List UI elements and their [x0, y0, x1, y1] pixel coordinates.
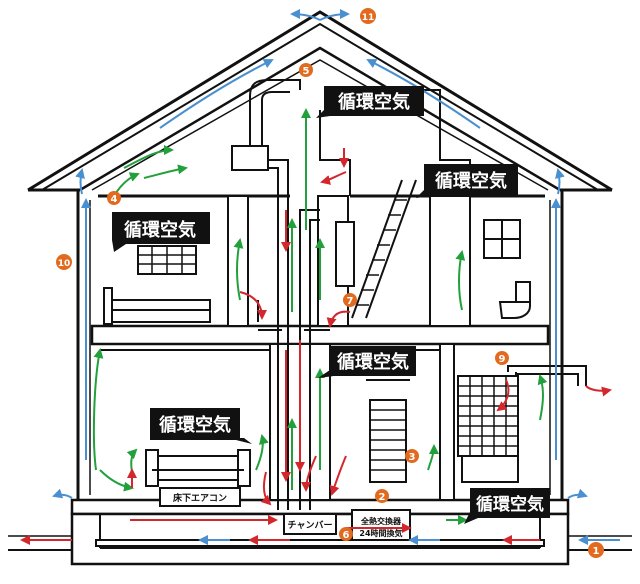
stairs — [366, 379, 410, 483]
callout-upper-right: 循環空気 — [416, 164, 518, 198]
toilet — [498, 281, 531, 319]
svg-text:3: 3 — [409, 452, 416, 463]
marker-1: 1 — [588, 542, 604, 558]
chamber-label: チャンバー — [288, 520, 333, 531]
callout-center: 循環空気 — [318, 346, 416, 378]
bed — [103, 287, 211, 325]
marker-2: 2 — [375, 489, 389, 503]
svg-text:2: 2 — [379, 492, 386, 503]
ventilation-label: 24時間換気 — [359, 528, 402, 538]
marker-10: 10 — [56, 254, 72, 270]
callout-upper-right-text: 循環空気 — [435, 170, 507, 192]
marker-3: 3 — [405, 449, 419, 463]
svg-text:5: 5 — [303, 66, 310, 77]
floor-ac-label: 床下エアコン — [173, 492, 227, 504]
unit-labels: 床下エアコン チャンバー 全熱交換器 24時間換気 — [173, 492, 403, 538]
sofa — [145, 449, 251, 487]
window-upper-left — [137, 245, 197, 275]
attic-fan-unit — [231, 145, 269, 171]
marker-6: 6 — [339, 527, 353, 541]
chamber-unit — [283, 513, 337, 535]
callout-living: 循環空気 — [150, 408, 252, 444]
furniture — [103, 145, 531, 543]
callout-center-text: 循環空気 — [337, 351, 409, 373]
callout-exterior: 循環空気 — [464, 488, 550, 524]
window-upper-right — [483, 219, 521, 259]
heat-exchanger-label: 全熱交換器 — [360, 516, 402, 526]
marker-7: 7 — [343, 293, 357, 307]
callout-upper-left: 循環空気 — [112, 212, 210, 252]
marker-4: 4 — [107, 191, 121, 205]
outside-air-arrows — [52, 9, 620, 545]
ladder — [351, 179, 417, 319]
svg-text:10: 10 — [58, 259, 71, 269]
marker-9: 9 — [495, 351, 509, 365]
window-mid-upper — [335, 221, 355, 287]
svg-text:11: 11 — [362, 13, 375, 23]
marker-5: 5 — [299, 63, 313, 77]
heat-exchanger-unit — [351, 509, 411, 543]
svg-text:7: 7 — [347, 296, 354, 307]
floor-ac-unit — [159, 487, 241, 507]
svg-text:6: 6 — [343, 530, 350, 541]
callout-living-text: 循環空気 — [159, 414, 231, 436]
warm-air-arrows — [20, 148, 612, 545]
svg-text:1: 1 — [593, 546, 600, 557]
callout-attic-text: 循環空気 — [338, 91, 410, 113]
callout-exterior-text: 循環空気 — [476, 494, 544, 515]
svg-text:4: 4 — [111, 194, 118, 205]
marker-11: 11 — [360, 8, 376, 24]
svg-text:9: 9 — [499, 354, 506, 365]
callout-attic: 循環空気 — [316, 86, 424, 118]
callout-upper-left-text: 循環空気 — [124, 219, 196, 241]
